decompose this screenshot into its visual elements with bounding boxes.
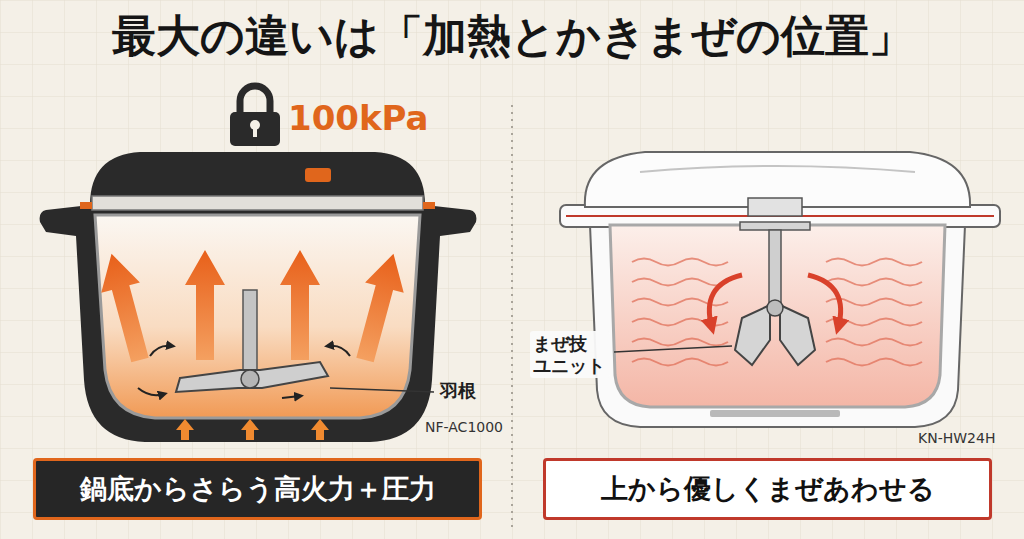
paddle	[780, 305, 815, 365]
divider	[511, 105, 513, 528]
caption-box: 鍋底からさらう高火力＋圧力	[33, 458, 482, 520]
flow-arrow	[150, 346, 172, 356]
flow-arrow	[282, 396, 300, 398]
pressure-pot	[40, 152, 477, 442]
box-text: 鍋底からさらう高火力＋圧力	[80, 473, 436, 505]
flow-arrow	[138, 388, 164, 395]
lock-body	[230, 112, 280, 146]
unit-hub	[767, 300, 783, 316]
heat-arrow	[280, 250, 320, 360]
blade-hub	[241, 370, 259, 388]
stir-arrow	[709, 275, 742, 328]
inner-lid	[92, 196, 423, 210]
unit-plate	[740, 222, 810, 230]
leader-line	[330, 388, 434, 392]
heat-arrow	[346, 249, 413, 366]
model-number: KN-HW24H	[918, 430, 995, 447]
heat-arrow	[176, 419, 194, 440]
heat-arrow	[92, 249, 159, 366]
blade	[176, 362, 328, 392]
stirring-pot	[560, 152, 1000, 427]
inner-pot	[610, 225, 945, 407]
blade-shaft	[243, 290, 257, 372]
lid-knob	[305, 168, 331, 182]
gasket	[423, 202, 435, 209]
gasket	[80, 202, 92, 209]
heat-arrow	[241, 419, 259, 440]
flow-arrow	[328, 346, 350, 356]
keyhole	[253, 127, 257, 137]
heat-arrow	[185, 250, 225, 360]
heater	[710, 410, 840, 417]
model-number: NF-AC1000	[425, 419, 503, 436]
pressure-value: 100kPa	[288, 98, 429, 139]
lock-icon	[230, 86, 280, 146]
pot-body	[590, 225, 965, 427]
leader-line	[614, 346, 732, 352]
heat-wave	[632, 259, 728, 366]
stir-arrow	[808, 275, 841, 328]
lid-line	[640, 166, 915, 172]
unit-shaft	[769, 230, 781, 308]
pot-body	[40, 152, 477, 442]
part-name: 羽根	[440, 380, 476, 402]
paddle	[735, 305, 770, 365]
heat-arrow	[311, 419, 329, 440]
inner-pot	[95, 215, 420, 418]
part-name: まぜ技 ユニット	[530, 331, 610, 378]
unit-mount	[748, 198, 802, 216]
lock-shackle	[240, 86, 270, 114]
box-text: 上から優しくまぜあわせる	[601, 473, 935, 505]
title-heading: 最大の違いは「加熱とかきまぜの位置」	[0, 10, 1024, 63]
caption-box: 上から優しくまぜあわせる	[543, 458, 992, 520]
